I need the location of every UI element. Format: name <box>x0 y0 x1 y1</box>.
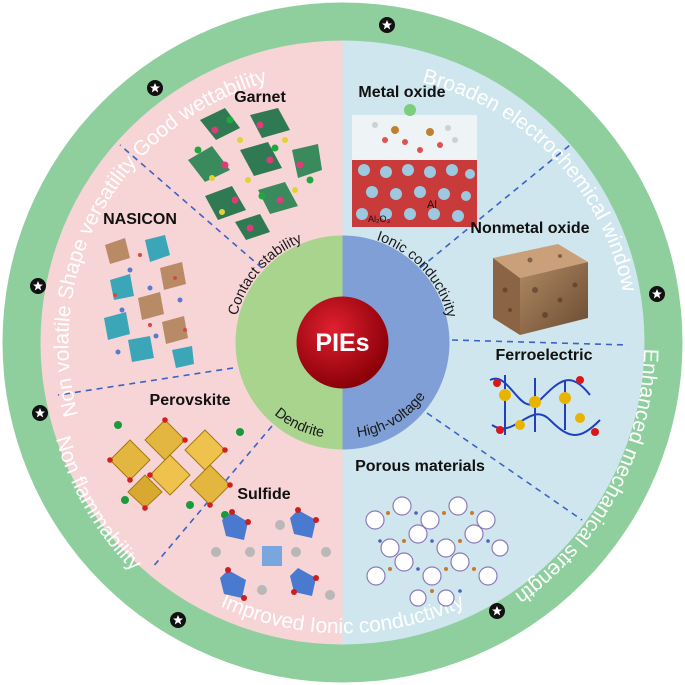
center-label: PIEs <box>315 329 369 357</box>
metal-oxide-structure-image: Al Al₂O₃ <box>352 104 477 227</box>
metal-oxide-label: Metal oxide <box>358 84 445 101</box>
ferroelectric-label: Ferroelectric <box>496 347 593 364</box>
metal-oxide-al-text: Al <box>427 199 437 211</box>
star-icon <box>32 405 48 421</box>
nasicon-label: NASICON <box>103 211 177 228</box>
star-icon <box>379 17 395 33</box>
perovskite-label: Perovskite <box>150 392 231 409</box>
nonmetal-oxide-label: Nonmetal oxide <box>470 220 589 237</box>
metal-oxide-al2o3-text: Al₂O₃ <box>368 214 390 224</box>
garnet-label: Garnet <box>234 89 286 106</box>
nonmetal-oxide-cube-image <box>493 244 588 335</box>
porous-materials-label: Porous materials <box>355 458 485 475</box>
star-icon <box>489 603 505 619</box>
star-icon <box>147 80 163 96</box>
star-icon <box>170 612 186 628</box>
sulfide-label: Sulfide <box>237 486 290 503</box>
star-icon <box>30 278 46 294</box>
star-icon <box>649 286 665 302</box>
